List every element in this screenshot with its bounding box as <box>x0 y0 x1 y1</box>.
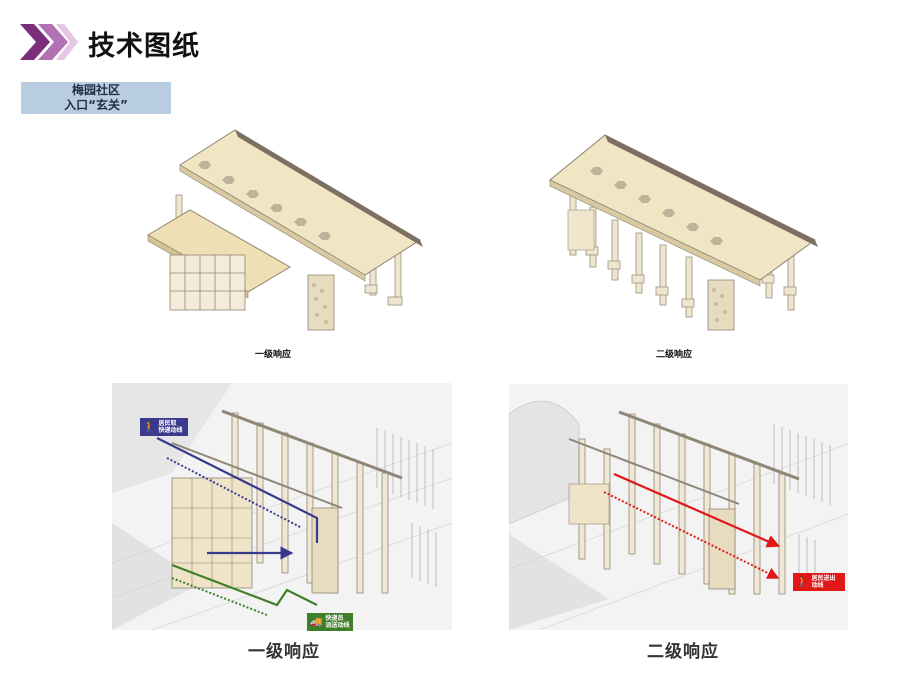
pavilion-level2-drawing <box>549 134 818 331</box>
location-label-line2: 入口“玄关” <box>64 98 128 112</box>
location-label-line1: 梅园社区 <box>71 83 120 97</box>
resident-transit-tag-line2: 动线 <box>811 582 824 589</box>
resident-transit-tag: 🚶 居民进出动线 <box>793 573 845 591</box>
header-chevron-icon <box>20 24 78 60</box>
resident-pickup-tag: 🚶 居民取快递动线 <box>140 418 188 436</box>
courier-delivery-tag: 🚚 快递员派送动线 <box>307 613 353 631</box>
top-left-caption: 一级响应 <box>255 350 292 360</box>
bottom-right-caption: 二级响应 <box>647 642 719 662</box>
walking-person-icon: 🚶 <box>143 421 156 433</box>
level2-flow-render <box>509 384 848 630</box>
location-label: 梅园社区 入口“玄关” <box>21 82 171 114</box>
delivery-truck-icon: 🚚 <box>310 616 323 628</box>
page-title: 技术图纸 <box>88 31 200 62</box>
courier-delivery-tag-line1: 快递员 <box>325 615 344 622</box>
courier-delivery-tag-line2: 派送动线 <box>325 622 350 629</box>
resident-pickup-tag-line1: 居民取 <box>158 420 177 427</box>
bottom-left-caption: 一级响应 <box>248 642 320 662</box>
resident-pickup-tag-line2: 快递动线 <box>158 427 183 434</box>
pavilion-level1-drawing <box>147 129 423 331</box>
resident-transit-tag-line1: 居民进出 <box>811 575 836 582</box>
top-right-caption: 二级响应 <box>656 350 693 360</box>
walking-cyclist-icon: 🚶 <box>796 576 809 588</box>
